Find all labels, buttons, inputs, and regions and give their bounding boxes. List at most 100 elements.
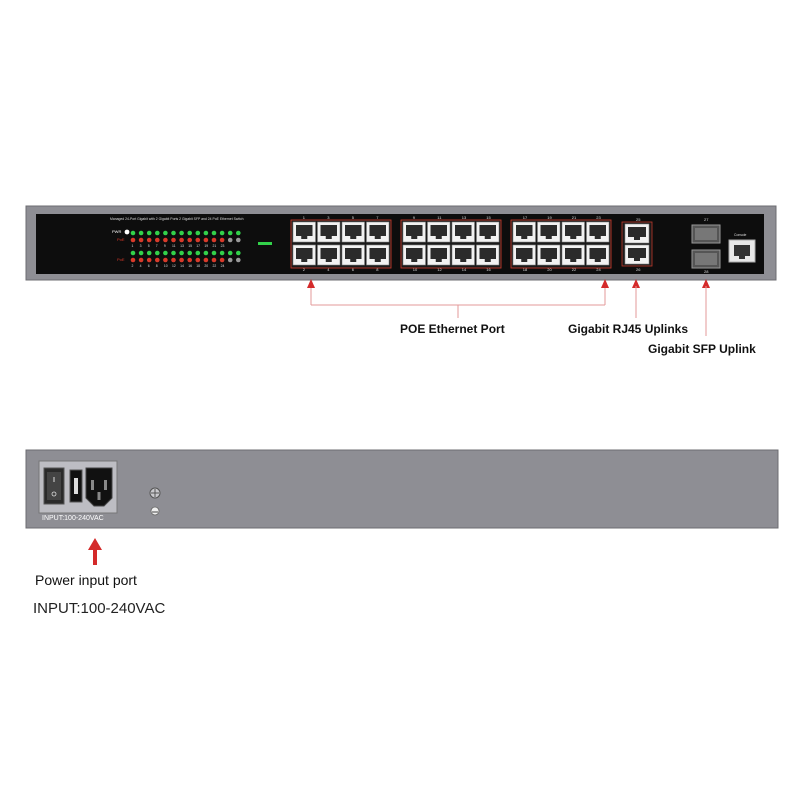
led-number-label: 7 bbox=[156, 244, 158, 248]
port-number-top: 1 bbox=[303, 215, 306, 220]
port-led bbox=[179, 257, 184, 263]
sfp-bottom-number: 28 bbox=[704, 269, 709, 274]
rj45-tab bbox=[570, 235, 577, 239]
led-number-label: 23 bbox=[221, 244, 225, 248]
port-led bbox=[155, 230, 160, 236]
rj45-socket bbox=[540, 248, 557, 259]
port-led bbox=[163, 250, 168, 256]
rj45-tab bbox=[460, 235, 467, 239]
port-led bbox=[195, 237, 201, 243]
rj45-tab bbox=[594, 258, 601, 262]
rj45-tab bbox=[374, 258, 381, 262]
rj45-tab bbox=[484, 235, 491, 239]
uplink-top-number: 25 bbox=[636, 217, 641, 222]
rj45-socket bbox=[345, 248, 362, 259]
led-number-label: 4 bbox=[140, 264, 142, 268]
front-panel: Managed 24-Port Gigabit with 2 Gigabit P… bbox=[25, 205, 777, 281]
led-number-label: 1 bbox=[132, 244, 134, 248]
port-number-top: 13 bbox=[462, 215, 467, 220]
rj45-tab bbox=[411, 258, 418, 262]
port-led bbox=[219, 257, 225, 263]
model-text: Managed 24-Port Gigabit with 2 Gigabit P… bbox=[110, 217, 244, 221]
port-number-top: 11 bbox=[437, 215, 442, 220]
port-number-bottom: 8 bbox=[376, 267, 379, 272]
port-led bbox=[146, 250, 152, 256]
rj45-socket bbox=[369, 248, 386, 259]
rj45-tab bbox=[484, 258, 491, 262]
port-number-bottom: 18 bbox=[523, 267, 528, 272]
port-led bbox=[171, 257, 176, 263]
port-led bbox=[179, 250, 184, 256]
port-led bbox=[236, 250, 241, 256]
led-number-label: 5 bbox=[148, 244, 150, 248]
poe-label-2: PoE bbox=[117, 257, 125, 262]
rj45-tab bbox=[634, 236, 640, 240]
port-number-bottom: 20 bbox=[547, 267, 552, 272]
power-caption: Power input port bbox=[35, 572, 137, 588]
sfp-arrowhead bbox=[702, 279, 710, 288]
port-led bbox=[179, 237, 184, 243]
front-face bbox=[36, 214, 764, 274]
port-led bbox=[146, 230, 152, 236]
port-number-top: 3 bbox=[327, 215, 330, 220]
rj45-socket bbox=[345, 225, 362, 236]
port-led bbox=[219, 230, 225, 236]
rj45-tab bbox=[435, 235, 442, 239]
port-led bbox=[130, 237, 136, 243]
port-led bbox=[219, 237, 225, 243]
led-number-label: 20 bbox=[204, 264, 208, 268]
rj45-tab bbox=[301, 258, 308, 262]
port-led bbox=[171, 237, 176, 243]
led-number-label: 18 bbox=[196, 264, 200, 268]
rj45-socket bbox=[406, 225, 423, 236]
led-number-label: 12 bbox=[172, 264, 176, 268]
led-number-label: 17 bbox=[196, 244, 200, 248]
port-led bbox=[187, 250, 192, 256]
rj45-socket bbox=[455, 225, 472, 236]
rj45-socket bbox=[628, 227, 646, 237]
port-led bbox=[163, 230, 168, 236]
port-led bbox=[171, 250, 176, 256]
rj45-tab bbox=[545, 258, 552, 262]
port-number-bottom: 24 bbox=[596, 267, 601, 272]
rj45-socket bbox=[628, 248, 646, 258]
sfp-callout-label: Gigabit SFP Uplink bbox=[648, 342, 756, 356]
port-led bbox=[155, 237, 160, 243]
port-led bbox=[171, 230, 176, 236]
rj45-tab bbox=[411, 235, 418, 239]
rj45-socket bbox=[320, 225, 337, 236]
port-led bbox=[130, 250, 136, 256]
port-number-bottom: 16 bbox=[486, 267, 491, 272]
rj45-tab bbox=[545, 235, 552, 239]
port-led bbox=[227, 230, 233, 236]
rj45-callout-label: Gigabit RJ45 Uplinks bbox=[568, 322, 688, 336]
port-led bbox=[227, 237, 233, 243]
led-number-label: 24 bbox=[221, 264, 225, 268]
port-led bbox=[155, 250, 160, 256]
console-port-socket bbox=[734, 245, 750, 256]
rj45-tab bbox=[350, 235, 357, 239]
port-led bbox=[146, 257, 152, 263]
port-number-bottom: 10 bbox=[413, 267, 418, 272]
port-led bbox=[130, 257, 136, 263]
poe-arrowhead-left bbox=[307, 279, 315, 288]
input-spec-caption: INPUT:100-240VAC bbox=[33, 600, 165, 617]
led-number-label: 15 bbox=[188, 244, 192, 248]
port-led bbox=[195, 250, 201, 256]
power-callout: Power input port INPUT:100-240VAC bbox=[33, 538, 165, 617]
poe-label-1: PoE bbox=[117, 237, 125, 242]
rj45-socket bbox=[430, 225, 447, 236]
port-number-bottom: 12 bbox=[437, 267, 442, 272]
status-led bbox=[258, 242, 272, 245]
ac-power-socket bbox=[85, 467, 113, 507]
port-number-top: 9 bbox=[413, 215, 416, 220]
led-number-label: 21 bbox=[213, 244, 217, 248]
port-led bbox=[138, 257, 144, 263]
port-led bbox=[211, 230, 217, 236]
rj45-socket bbox=[516, 225, 533, 236]
port-number-bottom: 14 bbox=[462, 267, 467, 272]
sfp-slot-top-inner bbox=[695, 228, 717, 240]
rj45-tab bbox=[594, 235, 601, 239]
rj45-tab bbox=[521, 235, 528, 239]
